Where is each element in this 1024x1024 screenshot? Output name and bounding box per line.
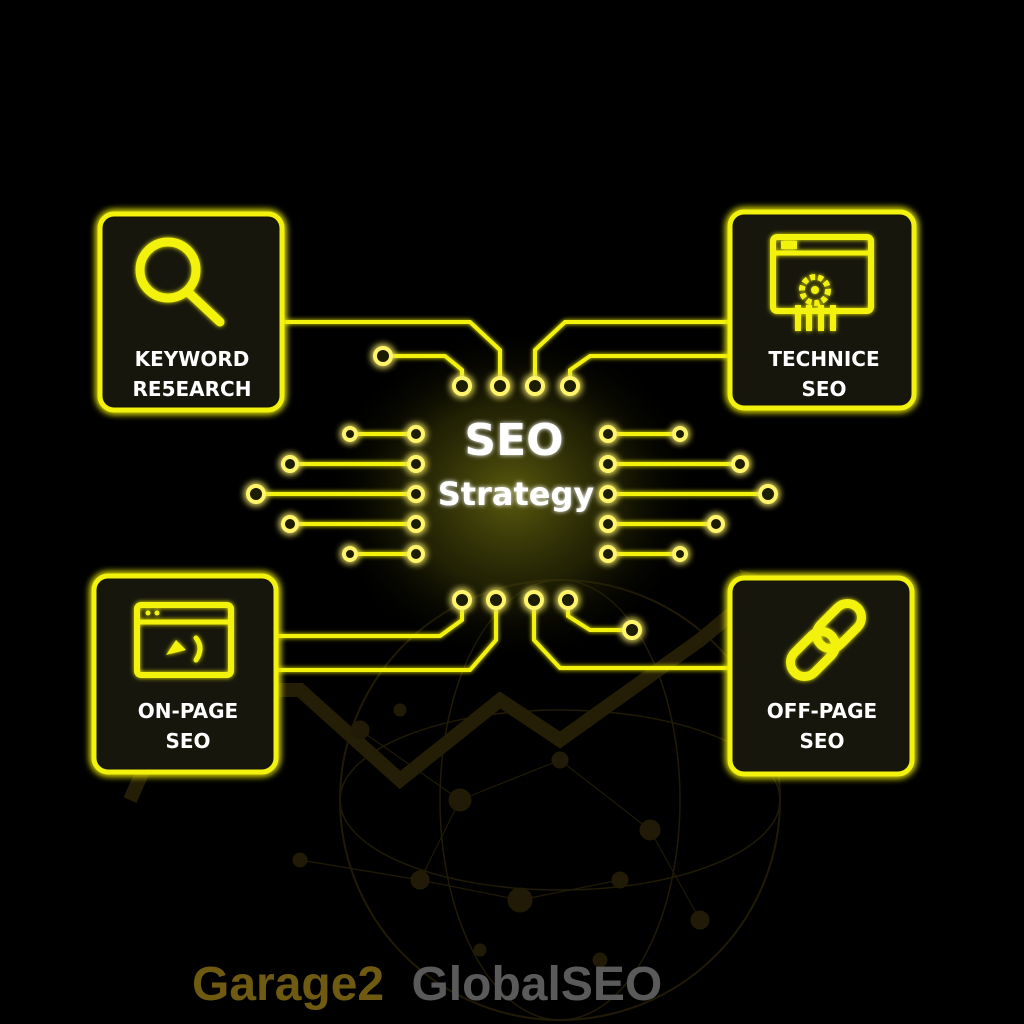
card-offpage-line1: OFF-PAGE: [767, 699, 877, 723]
card-onpage-line2: SEO: [165, 729, 210, 753]
chip-glow: [322, 325, 702, 665]
card-onpage-line1: ON-PAGE: [138, 699, 238, 723]
card-keyword-line1: KEYWORD: [135, 347, 250, 371]
card-keyword-line2: RE5EARCH: [133, 377, 252, 401]
center-title: SEO: [464, 415, 563, 466]
card-offpage-line2: SEO: [799, 729, 844, 753]
gear-browser-icon: [770, 234, 874, 331]
chip-pins: [246, 346, 778, 640]
card-technical-line2: SEO: [801, 377, 846, 401]
watermark: Garage2 GlobalSEO: [192, 958, 662, 1011]
watermark-part1: Garage2: [192, 958, 384, 1011]
chain-link-icon: [786, 599, 866, 681]
card-keyword-research: KEYWORD RE5EARCH: [97, 211, 285, 413]
magnifier-icon: [135, 237, 225, 327]
card-on-page-seo: ON-PAGE SEO: [91, 573, 279, 775]
watermark-part2: GlobalSEO: [411, 958, 662, 1011]
center-subtitle: Strategy: [438, 475, 595, 513]
card-technical-line1: TECHNICE: [768, 347, 879, 371]
card-off-page-seo: OFF-PAGE SEO: [727, 575, 915, 777]
card-technical-seo: TECHNICE SEO: [727, 209, 917, 411]
browser-window-icon: [134, 602, 234, 678]
